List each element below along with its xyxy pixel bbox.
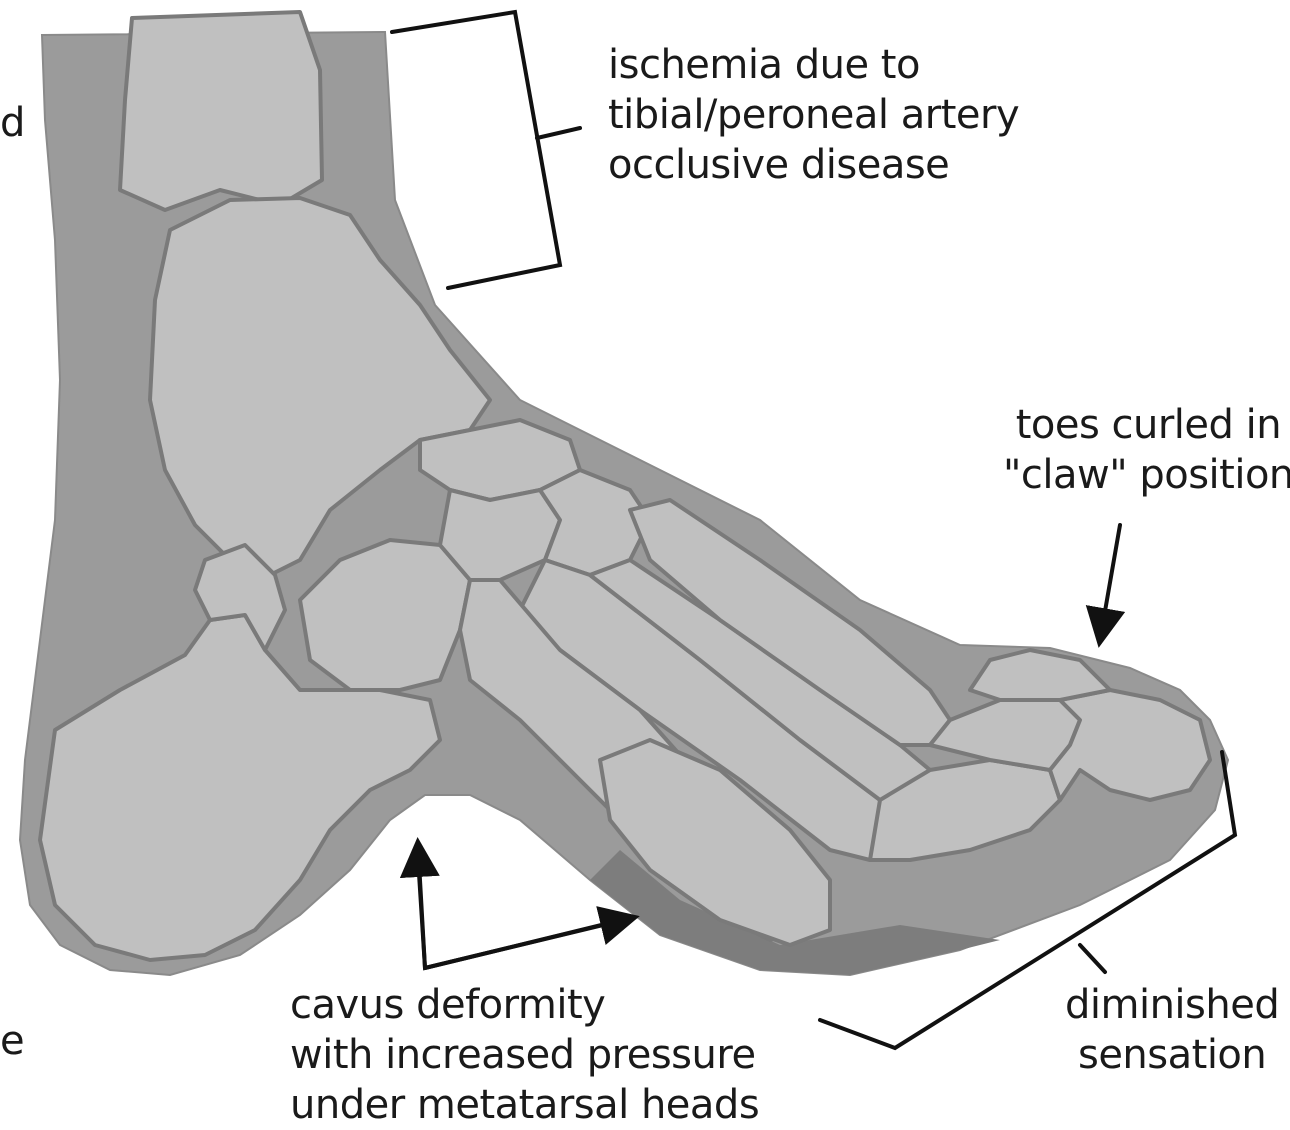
toes-claw-label: toes curled in "claw" position <box>1003 400 1290 500</box>
ischemia-bracket <box>392 12 560 288</box>
cropped-text-fragment-top: d <box>0 98 25 148</box>
diminished-bracket-tick <box>1080 945 1105 972</box>
cavus-arrow-up <box>418 845 425 968</box>
cavus-label-line-3: under metatarsal heads <box>290 1080 759 1130</box>
cavus-arrow-right <box>425 918 632 968</box>
cavus-label-line-2: with increased pressure <box>290 1030 759 1080</box>
cavus-label-line-1: cavus deformity <box>290 980 759 1030</box>
diminished-label-line-1: diminished <box>1065 980 1279 1030</box>
ischemia-label-line-1: ischemia due to <box>608 40 1019 90</box>
tibia-bone <box>120 12 322 210</box>
toes-label-line-2: "claw" position <box>1003 450 1290 500</box>
toes-label-line-1: toes curled in <box>1003 400 1290 450</box>
cropped-text-fragment-bottom: e <box>0 1016 24 1066</box>
ischemia-label: ischemia due to tibial/peroneal artery o… <box>608 40 1019 190</box>
ischemia-label-line-2: tibial/peroneal artery <box>608 90 1019 140</box>
ischemia-bracket-tick <box>537 128 580 138</box>
ischemia-label-line-3: occlusive disease <box>608 140 1019 190</box>
cavus-deformity-label: cavus deformity with increased pressure … <box>290 980 759 1130</box>
toes-arrow <box>1100 525 1120 640</box>
diminished-label-line-2: sensation <box>1065 1030 1279 1080</box>
diminished-sensation-label: diminished sensation <box>1065 980 1279 1080</box>
